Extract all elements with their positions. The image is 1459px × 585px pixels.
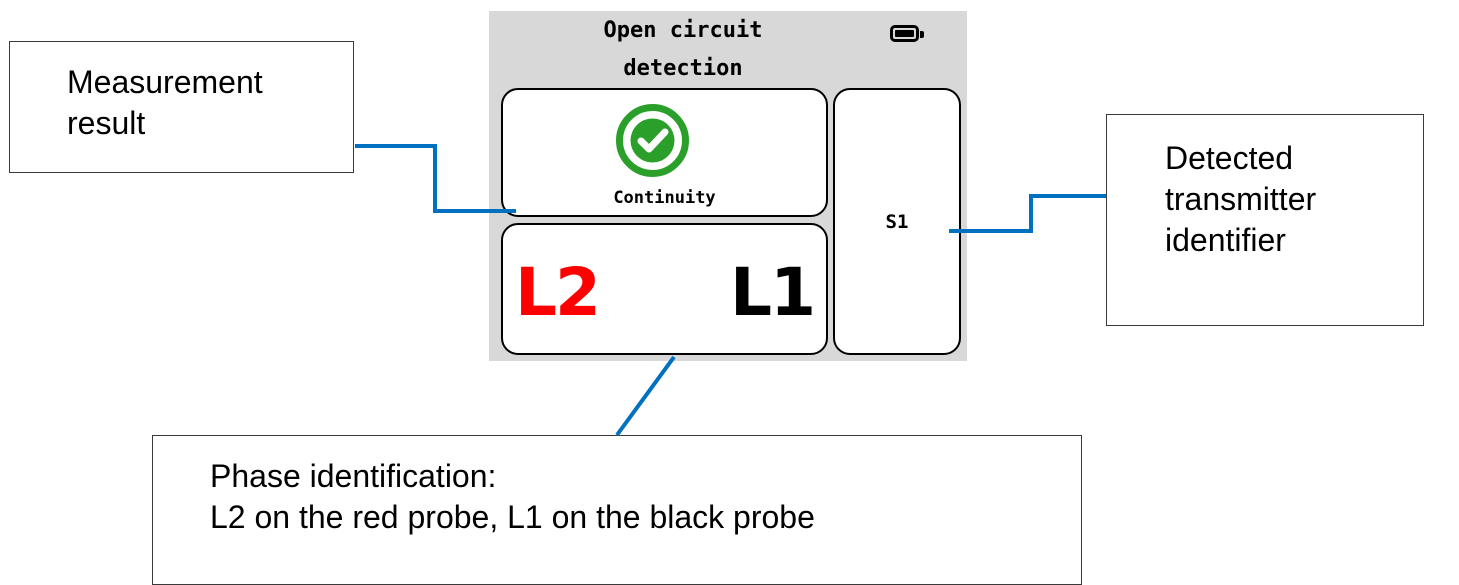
device-screen: Open circuit detection Continuity L2 L1 … <box>489 11 967 361</box>
callout-text-line: Detected <box>1165 140 1294 176</box>
callout-text-line: Phase identification: <box>210 458 497 494</box>
callout-text-line: transmitter <box>1165 181 1317 217</box>
transmitter-id: S1 <box>885 211 909 233</box>
phase-red-probe: L2 <box>515 254 601 331</box>
transmitter-panel: S1 <box>833 88 961 355</box>
callout-transmitter-identifier: Detected transmitter identifier <box>1106 114 1424 326</box>
battery-full-icon <box>890 25 924 42</box>
callout-text-line: L2 on the red probe, L1 on the black pro… <box>210 499 815 535</box>
screen-title: Open circuit <box>603 18 763 43</box>
callout-measurement-result: Measurement result <box>9 41 354 173</box>
callout-text-line: Measurement <box>67 64 263 100</box>
connector-transmitter <box>949 194 1106 233</box>
callout-text-line: result <box>67 105 146 141</box>
result-status-label: Continuity <box>613 188 716 208</box>
check-circle-icon <box>616 104 689 177</box>
screen-title: detection <box>623 56 743 81</box>
connector-lines <box>355 144 1106 437</box>
connector-result <box>355 144 516 213</box>
phase-panel: L2 L1 <box>501 223 828 355</box>
callout-phase-identification: Phase identification: L2 on the red prob… <box>152 435 1082 585</box>
result-panel: Continuity <box>501 88 828 217</box>
callout-text-line: identifier <box>1165 222 1286 258</box>
phase-black-probe: L1 <box>730 254 816 331</box>
connector-phase <box>615 355 676 437</box>
